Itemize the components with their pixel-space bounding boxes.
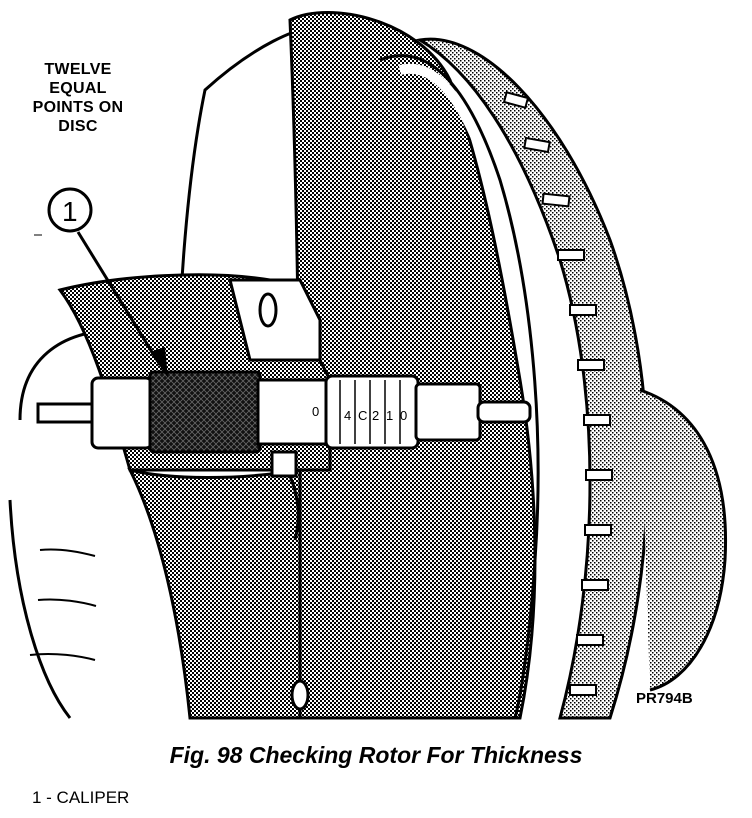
callout-1-arrowhead xyxy=(150,347,168,378)
micrometer-mark-3: 2 xyxy=(372,408,379,423)
micrometer-spindle xyxy=(476,400,532,424)
micrometer-knurled-sleeve xyxy=(148,370,262,454)
figure-caption: Fig. 98 Checking Rotor For Thickness xyxy=(169,742,583,768)
callout-1-number: 1 xyxy=(62,196,78,227)
micrometer-mark-0: 0 xyxy=(312,404,319,419)
rotor-rim xyxy=(415,37,649,720)
hub-right xyxy=(639,388,728,692)
drawing-code: PR794B xyxy=(636,690,693,707)
micrometer-mark-4: 1 xyxy=(386,408,393,423)
callout-1-circle xyxy=(47,187,93,233)
callout-1-leader xyxy=(76,231,162,366)
legend-item: 1 - CALIPER xyxy=(32,788,130,807)
note-line-3: POINTS ON xyxy=(32,99,124,116)
rotor-cooling-vanes xyxy=(502,91,613,696)
rotor-face-edge xyxy=(379,54,540,719)
micrometer-mark-2: C xyxy=(358,408,367,423)
bracket-hole xyxy=(258,292,278,328)
micrometer-mark-5: 0 xyxy=(400,408,407,423)
micrometer-anvil xyxy=(36,402,96,424)
micrometer-barrel xyxy=(256,378,330,446)
note-line-2: EQUAL xyxy=(49,80,107,97)
note-twelve-equal-points: TWELVE EQUAL POINTS ON DISC xyxy=(18,60,138,136)
caliper-bolt xyxy=(270,450,298,478)
note-line-1: TWELVE xyxy=(44,61,112,78)
rotor-micrometer-illustration: 0 4 C 2 1 0 1 xyxy=(8,11,728,720)
micrometer-tool: 0 4 C 2 1 0 xyxy=(36,370,532,454)
note-line-4: DISC xyxy=(58,118,98,135)
micrometer-ratchet xyxy=(414,382,482,442)
bracket-hole-lower xyxy=(290,679,310,711)
micrometer-mark-1: 4 xyxy=(344,408,351,423)
